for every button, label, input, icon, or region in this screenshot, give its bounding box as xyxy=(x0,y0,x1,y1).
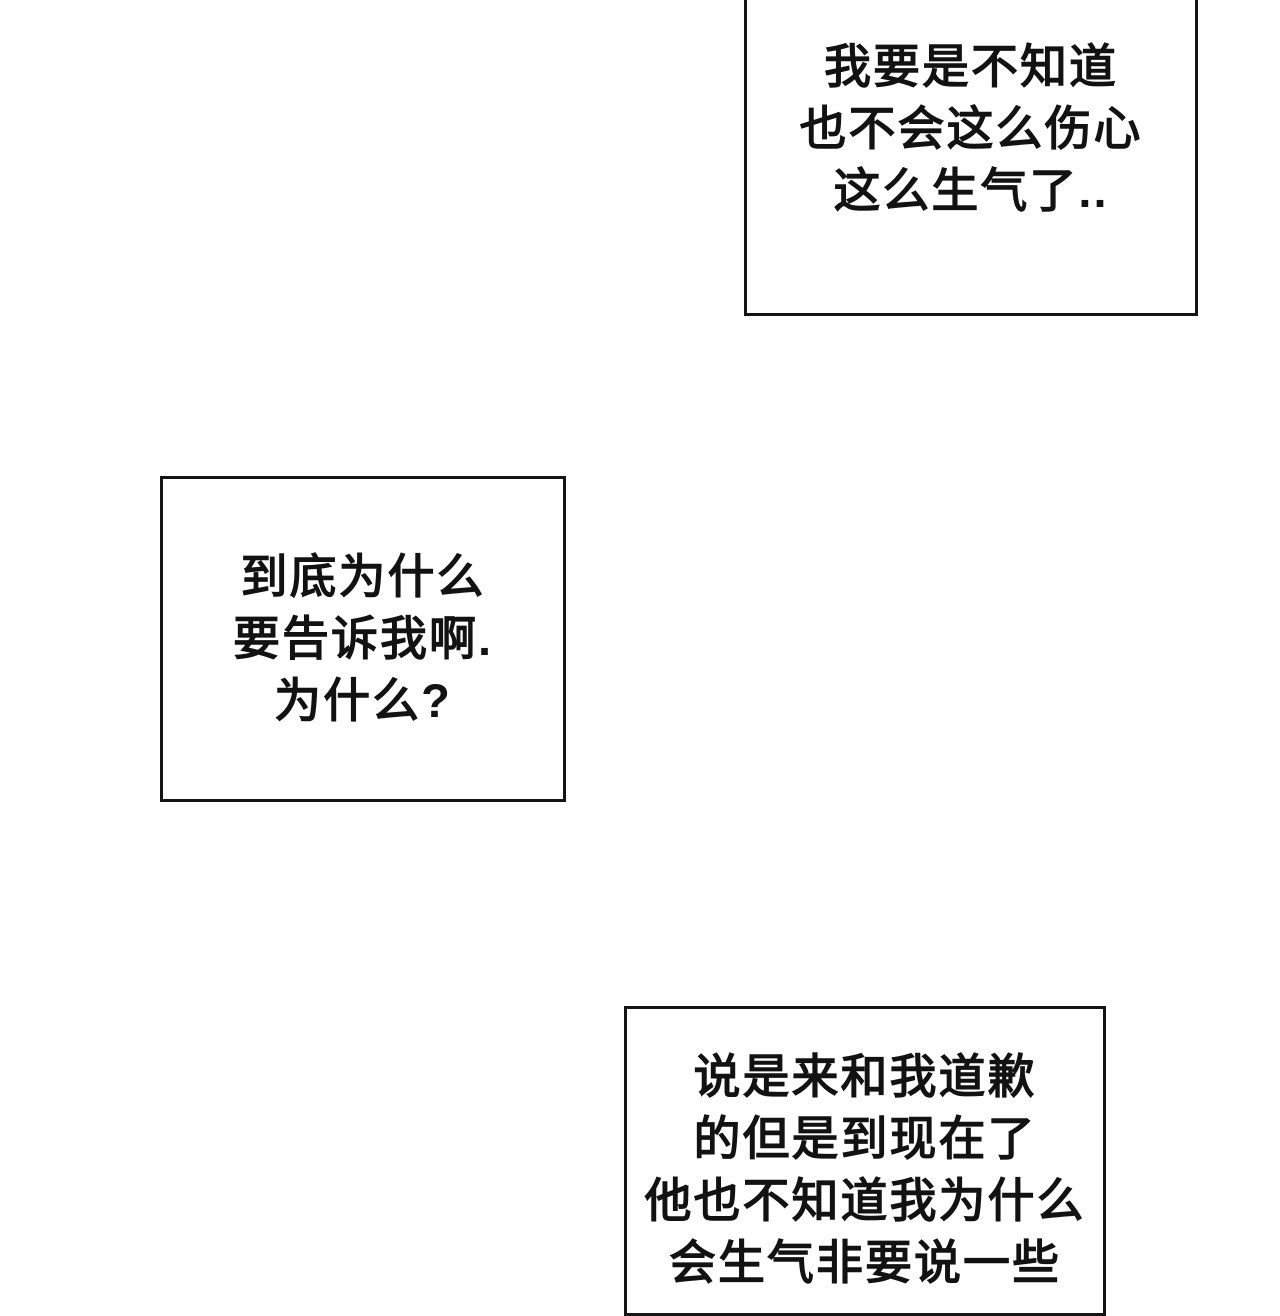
speech-line: 到底为什么 xyxy=(240,550,486,603)
speech-box-middle-left: 到底为什么 要告诉我啊. 为什么? xyxy=(160,476,566,802)
speech-line: 说是来和我道歉 xyxy=(693,1050,1037,1103)
speech-line: 为什么? xyxy=(274,674,452,727)
comic-page: 我要是不知道 也不会这么伤心 这么生气了.. 到底为什么 要告诉我啊. 为什么?… xyxy=(160,0,1198,1316)
speech-box-bottom: 说是来和我道歉 的但是到现在了 他也不知道我为什么 会生气非要说一些 xyxy=(624,1006,1106,1316)
speech-line: 我要是不知道 xyxy=(824,40,1118,93)
speech-line: 也不会这么伤心 xyxy=(799,102,1143,155)
speech-line: 他也不知道我为什么 xyxy=(644,1174,1086,1227)
speech-line: 这么生气了.. xyxy=(833,164,1109,217)
speech-line: 会生气非要说一些 xyxy=(669,1236,1061,1289)
speech-line: 要告诉我啊. xyxy=(232,612,494,665)
speech-line: 的但是到现在了 xyxy=(693,1112,1037,1165)
speech-box-top-right: 我要是不知道 也不会这么伤心 这么生气了.. xyxy=(744,0,1198,316)
